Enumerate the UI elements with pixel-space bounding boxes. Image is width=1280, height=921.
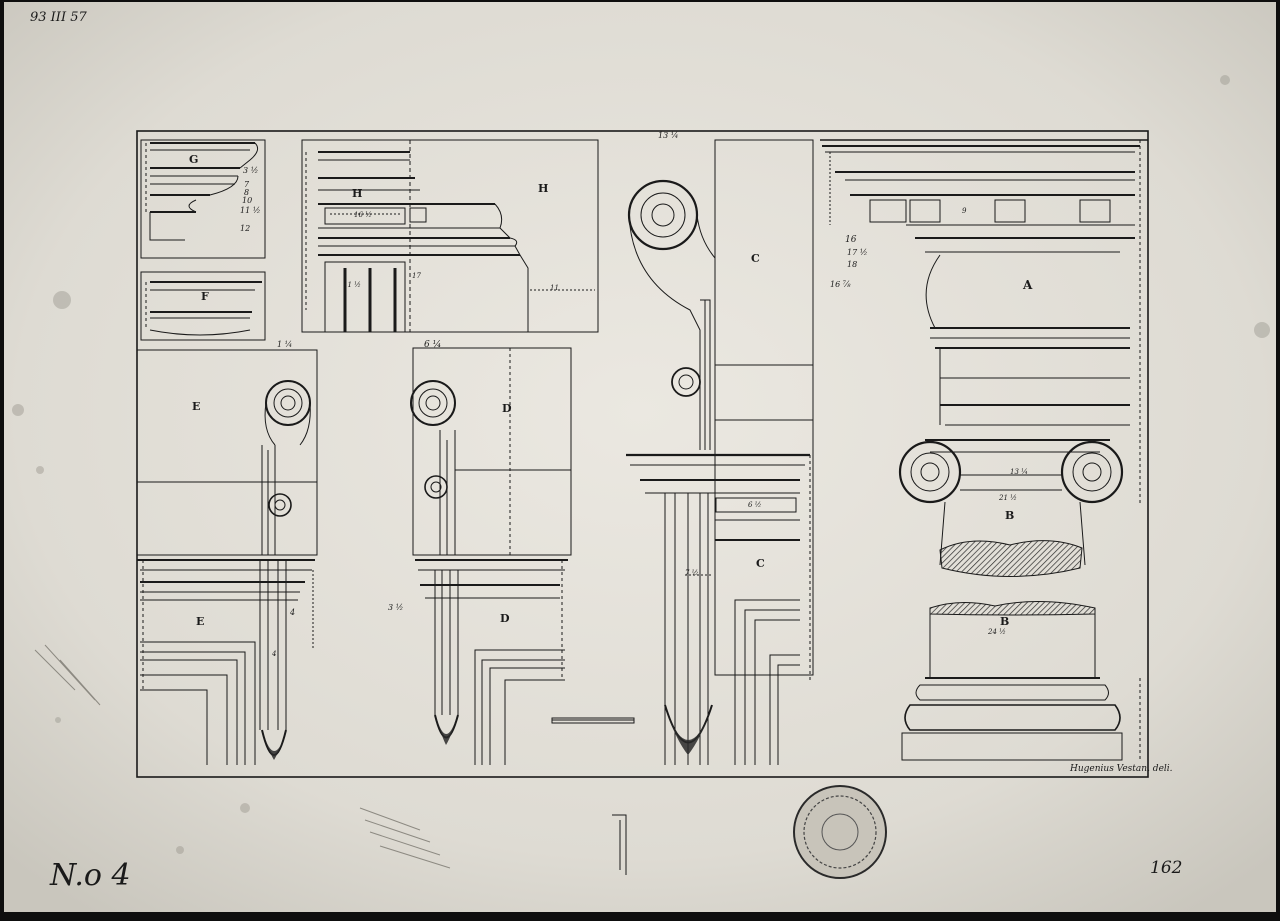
dim-e-side: 4 [290,608,296,617]
dim-d-4: 4 [272,650,277,658]
dim-e-top: 1 ¼ [277,340,293,349]
label-e-lower: E [196,615,205,628]
label-f: F [201,290,209,303]
catalogue-mark: 93 III 57 [30,10,87,25]
dim-g-5: 11 ½ [240,206,261,215]
dim-h-11: 11 [550,284,559,292]
dim-b-lower: 24 ½ [988,628,1006,636]
dim-g-2: 7 [244,180,250,189]
pencil-inscription [34,644,451,869]
dim-capital-width: 13 ¼ [1010,468,1028,476]
label-h-right: H [538,182,549,195]
dim-g-4: 10 [242,196,253,205]
panel-h [301,139,599,333]
plate-number: N.o 4 [50,858,131,893]
dim-h-17: 17 [412,272,421,280]
dim-d-top: 6 ¼ [424,340,442,350]
panel-d-upper [410,347,572,556]
label-d-upper: D [502,402,512,415]
label-h-left: H [352,187,363,200]
dim-b-top: 21 ½ [999,494,1017,502]
broken-shaft-top [939,540,1083,577]
signature: Hugenius Vestan. deli. [1070,764,1173,774]
dim-a-167: 16 ⅞ [830,280,851,289]
dim-top-c: 13 ¼ [658,131,679,140]
panel-f [140,271,266,341]
bottom-mark [612,814,627,875]
library-stamp [793,785,887,879]
paper [4,2,1276,912]
label-d-lower: D [500,612,510,625]
scale-bar [551,717,635,724]
panel-a [820,139,1148,566]
dim-h-width: 16 ½ [354,211,372,219]
dim-g-1: 3 ½ [243,166,259,175]
label-b-lower: B [1000,615,1010,628]
dim-c-entab: 6 ½ [748,501,762,509]
dim-a-17: 17 ½ [847,248,868,257]
panel-e-upper [136,349,318,556]
dim-h-side: 11 ½ [343,281,361,289]
panel-b-base [901,608,1141,761]
label-c-upper: C [751,252,760,265]
dim-c-mid: 7 ½ [685,569,699,577]
panel-e-lower [137,559,315,765]
paper-stains [12,75,1270,854]
panel-g [140,139,266,259]
broken-shaft-bottom [929,600,1096,616]
page-number: 162 [1150,858,1183,878]
label-c-lower: C [756,557,765,570]
dim-d-side: 3 ½ [388,603,404,612]
dim-a-18: 18 [847,260,858,269]
panel-c [626,139,814,765]
dim-a-16: 16 [845,235,857,245]
dim-a-dentil: 9 [962,207,967,215]
label-a: A [1023,278,1033,292]
dim-g-3: 8 [244,188,250,197]
panel-d-lower [415,559,568,765]
label-e-upper: E [192,400,201,413]
label-g: G [189,153,199,166]
dim-g-6: 12 [240,224,251,233]
acanthus-ornaments [263,710,711,760]
label-b-upper: B [1005,509,1015,522]
